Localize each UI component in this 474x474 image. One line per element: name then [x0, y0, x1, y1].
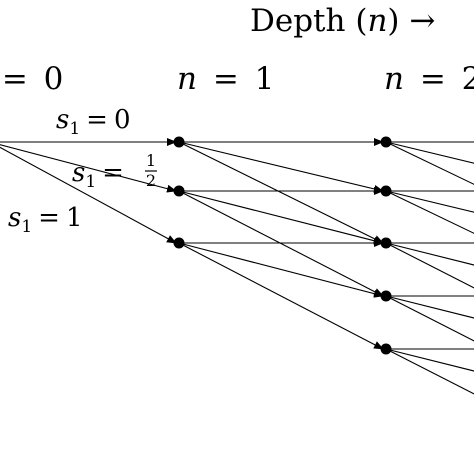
node-n2-b: [380, 185, 392, 197]
edge-n2a-right-2: [385, 141, 474, 164]
depth-arrow: →: [409, 3, 435, 39]
node-n1-b: [173, 185, 185, 197]
edge-label-s1-half: s1= 1 2: [72, 151, 157, 192]
edge-n1a-to-n2c: [178, 141, 384, 244]
svg-text:Depth (n) →: Depth (n) →: [250, 3, 435, 39]
edge-n2c-right-3: [385, 242, 474, 289]
svg-text:n = 0: n = 0: [0, 61, 63, 97]
level-label-2: n = 2: [384, 61, 474, 97]
edges-level-0-1: [0, 138, 177, 244]
node-n2-a: [380, 136, 392, 148]
node-n2-c: [380, 237, 392, 249]
node-n2-e: [380, 343, 392, 355]
edge-n2b-right-2: [385, 190, 474, 213]
svg-text:s1=1: s1=1: [8, 203, 83, 237]
frac-den: 2: [146, 171, 156, 190]
edge-n1c-to-n2d: [178, 242, 384, 298]
svg-text:s1=: s1=: [72, 158, 124, 192]
depth-var: n: [367, 3, 387, 39]
edge-n2e-right-2: [385, 348, 474, 372]
edge-root-to-n1-c: [0, 146, 177, 244]
edge-root-to-n1-b: [0, 144, 177, 193]
node-n2-d: [380, 290, 392, 302]
level-label-1: n = 1: [177, 61, 274, 97]
node-n1-c: [173, 237, 185, 249]
level-label-0: n = 0: [0, 61, 64, 97]
edge-n2c-right-2: [385, 242, 474, 266]
svg-text:n = 1: n = 1: [177, 61, 274, 97]
node-n1-a: [173, 136, 185, 148]
edges-level-2-3: [385, 141, 474, 395]
edge-n2e-right-3: [385, 348, 474, 395]
nodes-level-1: [173, 136, 185, 249]
edge-n2d-right-3: [385, 295, 474, 342]
nodes-level-2: [380, 136, 392, 355]
edge-label-s1-1: s1=1: [8, 203, 83, 237]
edge-n2a-right-3: [385, 141, 474, 185]
edge-n2d-right-2: [385, 295, 474, 319]
frac-num: 1: [146, 151, 156, 170]
edges-level-1-2: [178, 138, 384, 350]
svg-text:s1=0: s1=0: [56, 105, 131, 139]
depth-header: Depth (n) →: [250, 3, 435, 39]
edge-n1a-to-n2b: [178, 141, 384, 193]
edge-n1b-to-n2c: [178, 190, 384, 245]
edge-n1c-to-n2e: [178, 242, 384, 350]
depth-word: Depth: [250, 3, 346, 39]
svg-text:n = 2: n = 2: [384, 61, 474, 97]
edge-n2b-right-3: [385, 190, 474, 234]
edge-label-s1-0: s1=0: [56, 105, 131, 139]
